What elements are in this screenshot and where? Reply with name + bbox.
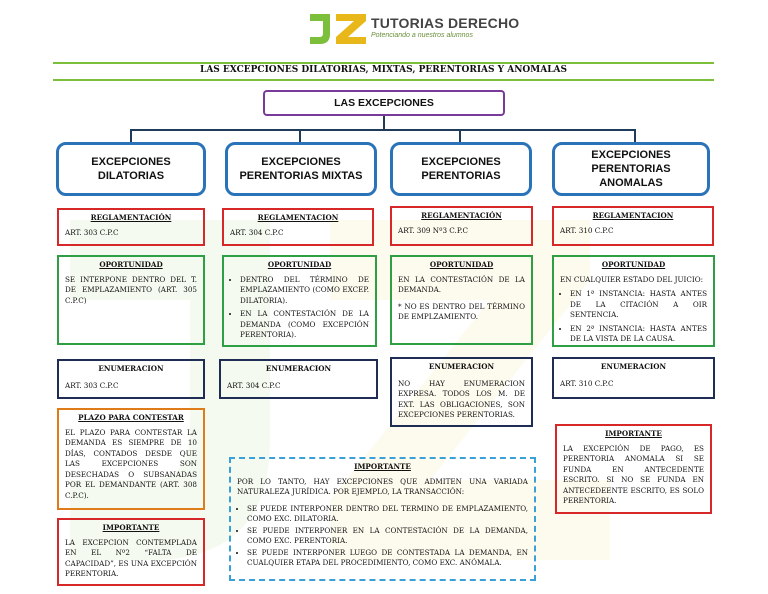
connector-root-stem: [383, 116, 385, 130]
section-header: IMPORTANTE: [354, 462, 411, 471]
section-header: ENUMERACION: [265, 364, 332, 373]
list-item: EN 2ª INSTANCIA: HASTA ANTES DE LA VISTA…: [570, 324, 707, 345]
dilatorias-enumeracion: ENUMERACION ART. 303 C.P.C: [57, 359, 205, 399]
section-header: IMPORTANTE: [605, 429, 662, 438]
section-text: LA EXCEPCIÓN DE PAGO, ES PERENTORIA ANOM…: [563, 443, 704, 506]
perentorias-reglamentacion: REGLAMENTACIÓN ART. 309 Nº3 C.P.C: [390, 206, 533, 246]
perentorias-oportunidad: OPORTUNIDAD EN LA CONTESTACIÓN DE LA DEM…: [390, 255, 533, 345]
page-title: LAS EXCEPCIONES DILATORIAS, MIXTAS, PERE…: [199, 65, 568, 75]
connector-col-4: [634, 129, 636, 143]
title-rule-bottom: [53, 79, 714, 81]
section-note: * NO ES DENTRO DEL TÉRMINO DE EMPLZAMIEN…: [398, 301, 525, 322]
anomalas-importante: IMPORTANTE LA EXCEPCIÓN DE PAGO, ES PERE…: [555, 424, 712, 514]
dilatorias-oportunidad: OPORTUNIDAD SE INTERPONE DENTRO DEL T. D…: [57, 255, 205, 345]
section-header: REGLAMENTACIÓN: [421, 211, 502, 220]
section-header: REGLAMENTACIÓN: [90, 213, 172, 222]
connector-col-1: [130, 129, 132, 143]
title-rule-top: [53, 62, 714, 64]
watermark-logo: [70, 220, 610, 560]
section-text: SE INTERPONE DENTRO DEL T. DE EMPLAZAMIE…: [65, 274, 197, 305]
section-header: ENUMERACION: [600, 362, 667, 371]
section-text: LA EXCEPCION CONTEMPLADA EN EL Nº2 “FALT…: [65, 537, 197, 579]
section-header: OPORTUNIDAD: [601, 260, 666, 269]
category-dilatorias: EXCEPCIONES DILATORIAS: [56, 142, 206, 196]
section-header: OPORTUNIDAD: [429, 260, 494, 269]
list-item: DENTRO DEL TÉRMINO DE EMPLAZAMIENTO (COM…: [240, 275, 369, 307]
connector-col-3: [459, 129, 461, 143]
section-text: NO HAY ENUMERACION EXPRESA. TODOS LOS M.…: [398, 378, 525, 420]
mixtas-reglamentacion: REGLAMENTACION ART. 304 C.P.C: [222, 208, 374, 246]
section-header: PLAZO PARA CONTESTAR: [78, 413, 184, 422]
center-importante-note: IMPORTANTE POR LO TANTO, HAY EXCEPCIONES…: [229, 457, 536, 581]
section-text: ART. 310 C.P.C: [560, 378, 614, 388]
section-text: ART. 303 C.P.C: [65, 380, 119, 390]
section-header: ENUMERACION: [98, 364, 164, 373]
dilatorias-plazo: PLAZO PARA CONTESTAR EL PLAZO PARA CONTE…: [57, 408, 205, 510]
list-item: EN LA CONTESTACIÓN DE LA DEMANDA (COMO E…: [240, 309, 369, 341]
category-anomalas: EXCEPCIONES PERENTORIAS ANOMALAS: [552, 142, 710, 196]
section-text: EN LA CONTESTACIÓN DE LA DEMANDA.: [398, 274, 525, 295]
section-header: OPORTUNIDAD: [267, 260, 332, 269]
list-item: SE PUEDE INTERPONER LUEGO DE CONTESTADA …: [247, 548, 528, 569]
section-text: ART. 304 C.P.C: [227, 380, 281, 390]
section-text: EL PLAZO PARA CONTESTAR LA DEMANDA ES SI…: [65, 427, 197, 500]
section-text: ART. 304 C.P.C: [230, 227, 284, 237]
list-item: EN 1ª INSTANCIA: HASTA ANTES DE LA CITAC…: [570, 289, 707, 321]
dilatorias-importante: IMPORTANTE LA EXCEPCION CONTEMPLADA EN E…: [57, 518, 205, 586]
connector-horizontal: [130, 129, 635, 131]
anomalas-oportunidad: OPORTUNIDAD EN CUALQUIER ESTADO DEL JUIC…: [552, 255, 715, 347]
root-node: LAS EXCEPCIONES: [263, 90, 505, 116]
list-item: SE PUEDE INTERPONER DENTRO DEL TERMINO D…: [247, 504, 528, 525]
brand-tagline: Potenciando a nuestros alumnos: [371, 32, 473, 39]
connector-col-2: [299, 129, 301, 143]
anomalas-enumeracion: ENUMERACION ART. 310 C.P.C: [552, 357, 715, 399]
section-header: IMPORTANTE: [102, 523, 160, 532]
section-text: EN CUALQUIER ESTADO DEL JUICIO:: [560, 274, 704, 284]
category-perentorias: EXCEPCIONES PERENTORIAS: [390, 142, 532, 196]
list-item: SE PUEDE INTERPONER EN LA CONTESTACIÓN D…: [247, 526, 528, 547]
section-text: ART. 309 Nº3 C.P.C: [398, 225, 468, 235]
section-header: REGLAMENTACION: [257, 213, 339, 222]
mixtas-enumeracion: ENUMERACION ART. 304 C.P.C: [219, 359, 378, 399]
section-text: ART. 303 C.P.C: [65, 227, 119, 237]
section-header: REGLAMENTACION: [592, 211, 674, 220]
category-mixtas: EXCEPCIONES PERENTORIAS MIXTAS: [225, 142, 377, 196]
brand-name: TUTORIAS DERECHO: [371, 15, 520, 31]
section-header: ENUMERACION: [428, 362, 495, 371]
section-header: OPORTUNIDAD: [99, 260, 163, 269]
anomalas-reglamentacion: REGLAMENTACION ART. 310 C.P.C: [552, 206, 714, 246]
perentorias-enumeracion: ENUMERACION NO HAY ENUMERACION EXPRESA. …: [390, 357, 533, 427]
dilatorias-reglamentacion: REGLAMENTACIÓN ART. 303 C.P.C: [57, 208, 205, 246]
section-text: ART. 310 C.P.C: [560, 225, 614, 235]
section-text: POR LO TANTO, HAY EXCEPCIONES QUE ADMITE…: [237, 476, 528, 497]
mixtas-oportunidad: OPORTUNIDAD DENTRO DEL TÉRMINO DE EMPLAZ…: [222, 255, 377, 347]
brand-logo-icon: [310, 14, 366, 44]
